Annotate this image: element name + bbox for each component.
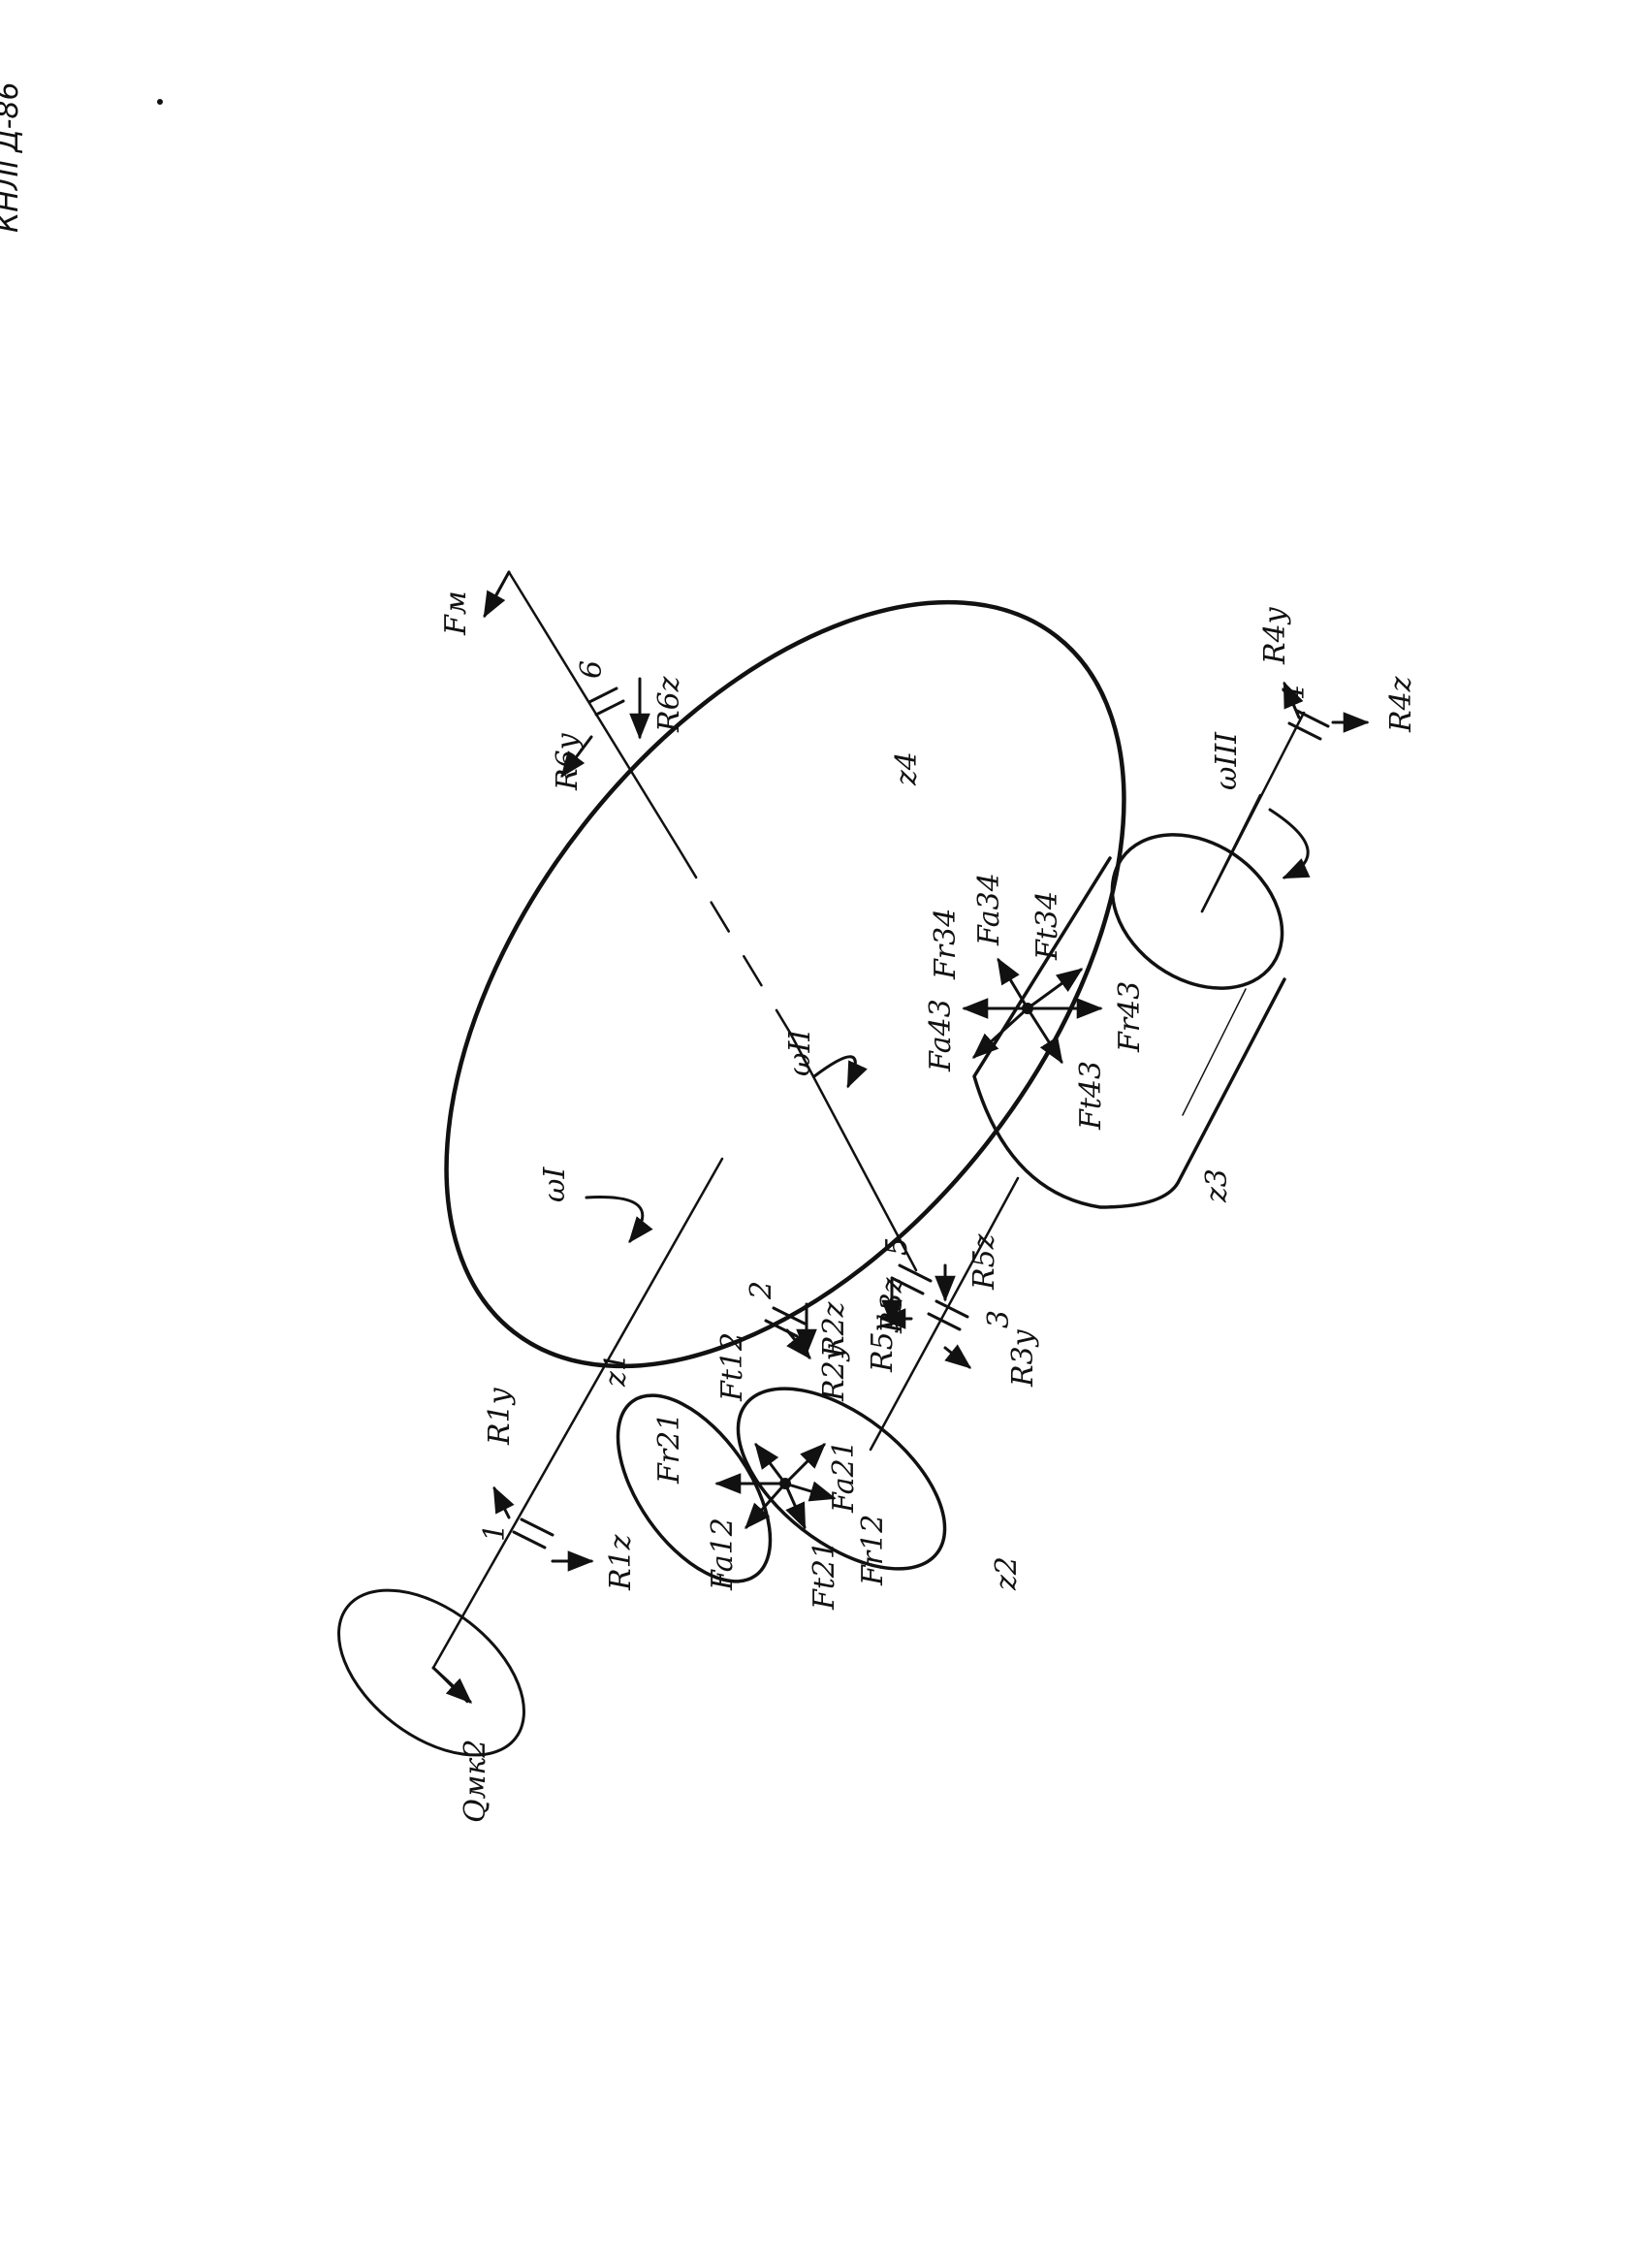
arrow-Fa21: [783, 1443, 826, 1485]
label-Fa43: Fa43: [924, 999, 958, 1072]
label-bearing-4: 4: [1278, 685, 1312, 704]
label-bearing-2: 2: [744, 1281, 778, 1300]
label-R3y: R3y: [1006, 1328, 1040, 1388]
label-R2y: R2y: [817, 1343, 851, 1402]
mesh-point-12: [779, 1478, 791, 1489]
arrow-Ft21: [783, 1482, 807, 1530]
arrow-Fa12: [744, 1482, 787, 1530]
label-R6z: R6z: [652, 676, 686, 733]
label-Ft12: Ft12: [715, 1332, 749, 1402]
label-bearing-1: 1: [478, 1523, 512, 1542]
arrow-R3y: [943, 1344, 972, 1369]
label-R6y: R6y: [551, 732, 585, 791]
shaft-2-lower: [788, 1031, 918, 1272]
mesh-point-34: [1022, 1003, 1033, 1014]
label-Fa21: Fa21: [827, 1440, 861, 1514]
gear-z1: [616, 1393, 773, 1583]
label-Fr34: Fr34: [929, 909, 963, 980]
bearing-3: [927, 1299, 969, 1331]
label-z2: z2: [990, 1556, 1024, 1591]
label-bearing-5: 5: [880, 1237, 914, 1256]
label-R5z: R5z: [967, 1233, 1001, 1291]
label-w3: ωIII: [1210, 731, 1244, 790]
arrow-R4y: [1283, 681, 1304, 719]
bearing-4: [1287, 709, 1330, 741]
motor-disc: [337, 1588, 525, 1757]
shaft-2-hidden: [677, 847, 792, 1035]
label-R4y: R4y: [1258, 606, 1292, 665]
arrow-Fa43: [972, 1006, 1029, 1059]
label-w2: ωII: [783, 1029, 817, 1076]
label-Fr43: Fr43: [1113, 981, 1147, 1053]
label-Fr21: Fr21: [652, 1413, 686, 1485]
label-z1: z1: [599, 1353, 633, 1388]
arrow-Ft34: [1026, 968, 1084, 1010]
arrow-Fm: [483, 570, 511, 619]
label-R5y: R5y: [866, 1314, 900, 1373]
rotation-arrow-w1: [585, 1196, 653, 1244]
corner-dot: [157, 99, 163, 105]
arrow-Fr12: [783, 1481, 837, 1502]
arrow-Ft12: [754, 1442, 787, 1485]
pinion-z3-body: [972, 856, 1286, 1209]
label-Fa12: Fa12: [706, 1517, 740, 1591]
label-Ft34: Ft34: [1030, 891, 1064, 961]
rotation-arrow-w3: [1268, 808, 1311, 879]
arrow-R2y: [785, 1328, 811, 1360]
label-R2z: R2z: [817, 1301, 851, 1358]
arrow-R1y: [492, 1485, 515, 1519]
gear-z4: [444, 599, 1126, 1369]
pinion-z3-face: [1110, 833, 1284, 990]
label-bearing-3: 3: [982, 1310, 1016, 1328]
arrow-Fa34: [997, 957, 1029, 1010]
shaft-2-line: [507, 570, 681, 850]
arrow-R6y: [560, 735, 593, 779]
rotation-arrow-w2: [812, 1055, 868, 1089]
arrow-Ft43: [1026, 1006, 1063, 1065]
label-Ft21: Ft21: [808, 1541, 841, 1611]
label-z3: z3: [1200, 1168, 1234, 1203]
label-Fa34: Fa34: [972, 873, 1006, 946]
label-Fr12: Fr12: [856, 1515, 890, 1586]
bearing-6: [587, 687, 625, 717]
corner-note: КНЛГД-86: [0, 81, 25, 233]
bearing-1: [512, 1517, 554, 1549]
label-Fm: Fм: [439, 591, 473, 636]
label-z4: z4: [890, 751, 924, 786]
label-R1y: R1y: [483, 1387, 517, 1446]
label-Ft43: Ft43: [1074, 1061, 1108, 1131]
arrow-Qm: [431, 1666, 472, 1704]
label-R4z: R4z: [1384, 676, 1418, 733]
bearing-5: [890, 1263, 933, 1295]
shaft-1-line: [431, 1157, 724, 1670]
label-R1z: R1z: [604, 1534, 638, 1591]
label-bearing-6: 6: [575, 660, 609, 679]
label-w1: ωI: [538, 1166, 572, 1202]
label-R3z: R3z: [875, 1277, 909, 1334]
pinion-z3-inner: [1182, 988, 1247, 1116]
label-Qm: Qмк2: [459, 1740, 492, 1823]
shaft-3-line: [869, 1176, 1020, 1452]
